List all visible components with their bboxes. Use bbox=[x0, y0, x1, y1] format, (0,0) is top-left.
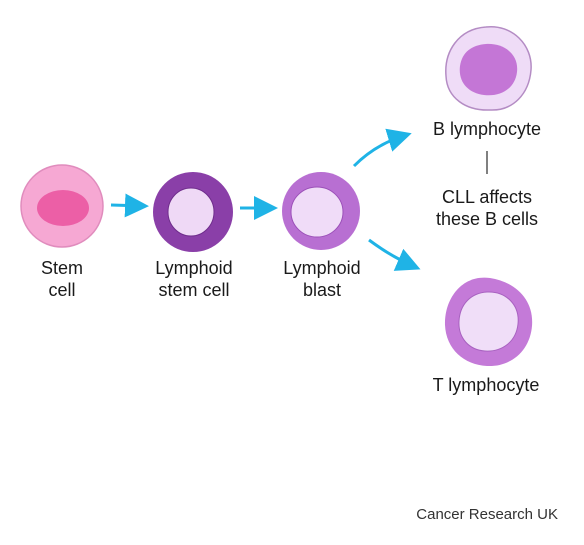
t-lymphocyte-label: T lymphocyte bbox=[432, 375, 540, 395]
t-lymphocyte bbox=[444, 277, 533, 367]
stem-cell-nucleus bbox=[37, 190, 89, 226]
lymphoid-blast bbox=[282, 172, 360, 250]
t-lymphocyte-nucleus bbox=[458, 291, 519, 352]
stem-cell-label-line2: cell bbox=[48, 280, 76, 300]
stem-cell-label-line1: Stem bbox=[40, 258, 83, 278]
lymphoid-stem-cell-label-line1: Lymphoid bbox=[155, 258, 233, 278]
cll-annotation: CLL affects these B cells bbox=[412, 186, 562, 230]
arrow-blast-to-t-lymphocyte bbox=[368, 238, 421, 271]
b-lymphocyte-label: B lymphocyte bbox=[432, 119, 542, 139]
lymphoid-blast-label-line1: Lymphoid bbox=[283, 258, 361, 278]
lymphoid-blast-nucleus bbox=[290, 186, 344, 238]
lymphoid-stem-cell bbox=[153, 172, 233, 252]
cll-annotation-line1: CLL affects bbox=[441, 187, 533, 207]
lymphoid-stem-cell-nucleus bbox=[167, 187, 215, 237]
lymphoid-stem-cell-label-line2: stem cell bbox=[158, 280, 230, 300]
arrow-stem-to-lymphoid-stem bbox=[110, 193, 149, 218]
stem-cell bbox=[20, 164, 104, 248]
b-lymphocyte-nucleus bbox=[459, 43, 518, 96]
cll-annotation-line2: these B cells bbox=[435, 209, 539, 229]
arrow-blast-to-b-lymphocyte bbox=[352, 128, 412, 168]
stem-cell-label: Stem cell bbox=[22, 257, 102, 301]
lymphoid-stem-cell-label: Lymphoid stem cell bbox=[138, 257, 250, 301]
source-credit: Cancer Research UK bbox=[416, 506, 558, 523]
lymphoid-blast-label: Lymphoid blast bbox=[266, 257, 378, 301]
lymphoid-blast-label-line2: blast bbox=[302, 280, 342, 300]
b-lymphocyte bbox=[445, 26, 532, 111]
